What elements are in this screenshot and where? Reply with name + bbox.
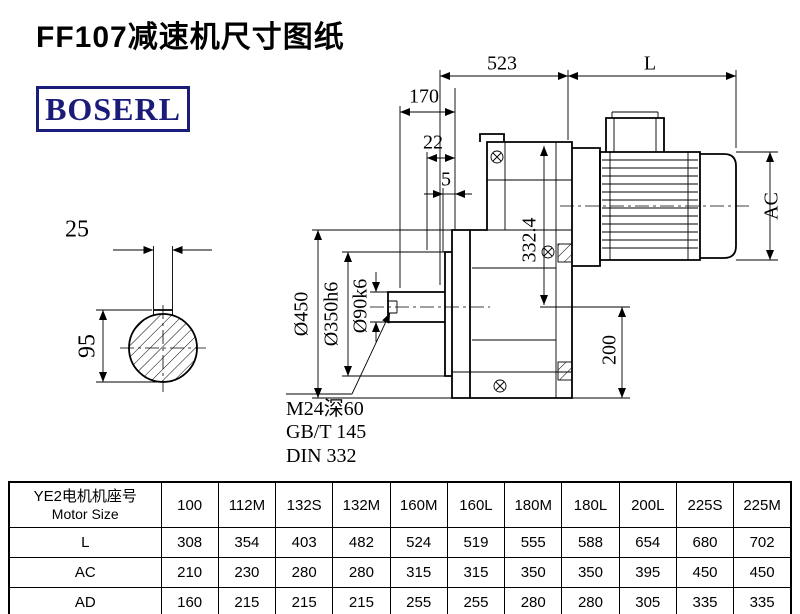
motor-size-table: YE2电机机座号 Motor Size 100 112M 132S 132M 1…	[8, 481, 792, 614]
table-cell: 215	[217, 587, 277, 614]
table-cell: 230	[217, 557, 277, 588]
table-cell: 305	[618, 587, 677, 614]
table-cell: 280	[275, 557, 334, 588]
dim-label-flange-od: Ø450	[290, 291, 313, 337]
table-cell: 335	[675, 587, 735, 614]
table-header-cell: 112M	[217, 481, 277, 528]
table-header-row: YE2电机机座号 Motor Size 100 112M 132S 132M 1…	[8, 481, 792, 528]
dim-label-spigot-d: Ø350h6	[320, 281, 343, 347]
table-cell: 482	[332, 527, 391, 558]
table-cell: 160	[160, 587, 219, 614]
dim-label-motor-height: AC	[760, 192, 783, 220]
table-corner-cell: YE2电机机座号 Motor Size	[8, 481, 162, 528]
page-title: FF107减速机尺寸图纸	[36, 21, 345, 54]
table-cell: 395	[618, 557, 677, 588]
centerlines	[120, 205, 752, 392]
table-header-cell: 180M	[504, 481, 563, 528]
table-row-AD: AD 160 215 215 215 255 255 280 280 305 3…	[8, 587, 792, 614]
table-cell: 403	[275, 527, 334, 558]
table-cell: 350	[504, 557, 563, 588]
table-header-cell: 160M	[389, 481, 448, 528]
table-cell: 354	[217, 527, 277, 558]
table-cell: 350	[561, 557, 620, 588]
dim-label-shaft-length: 170	[409, 85, 439, 108]
table-cell: 308	[160, 527, 219, 558]
note-din-standard: DIN 332	[286, 444, 357, 467]
shaft-end-note: M24深60 GB/T 145 DIN 332	[286, 398, 366, 468]
table-cell: 315	[446, 557, 506, 588]
table-cell: 215	[332, 587, 391, 614]
table-cell: 450	[675, 557, 735, 588]
table-header-cell: 132M	[332, 481, 391, 528]
dim-label-shaft-d: Ø90k6	[349, 278, 372, 334]
table-cell: 280	[504, 587, 563, 614]
note-thread: M24深60	[286, 398, 364, 420]
boserl-logo: BOSERL	[36, 86, 190, 132]
table-cell: 280	[561, 587, 620, 614]
table-cell: 315	[389, 557, 448, 588]
table-header-cell: 200L	[618, 481, 677, 528]
dim-label-key-width: 25	[65, 216, 89, 243]
table-header-cell: 100	[160, 481, 219, 528]
dim-label-bottom-height: 200	[598, 335, 621, 365]
dim-label-keyway-depth: 95	[74, 334, 101, 358]
row-label: AC	[8, 557, 162, 588]
table-header-cell: 180L	[561, 481, 620, 528]
table-cell: 255	[389, 587, 448, 614]
table-header-cell: 225M	[733, 481, 792, 528]
dim-label-step-5: 5	[441, 168, 451, 191]
header-cn: YE2电机机座号	[33, 487, 137, 505]
table-cell: 524	[389, 527, 448, 558]
table-cell: 588	[561, 527, 620, 558]
table-cell: 255	[446, 587, 506, 614]
shaft-end-view	[128, 309, 198, 383]
gearbox-technical-drawing	[96, 70, 778, 399]
table-header-cell: 225S	[675, 481, 735, 528]
dim-label-center-height: 332.4	[518, 217, 541, 263]
dim-label-overall-length: 523	[487, 52, 517, 75]
table-cell: 210	[160, 557, 219, 588]
table-cell: 280	[332, 557, 391, 588]
note-gb-standard: GB/T 145	[286, 421, 367, 444]
dim-label-step-22: 22	[423, 131, 443, 154]
dimension-lines	[96, 70, 778, 399]
table-row-L: L 308 354 403 482 524 519 555 588 654 68…	[8, 527, 792, 558]
row-label: AD	[8, 587, 162, 614]
table-header-cell: 132S	[275, 481, 334, 528]
row-label: L	[8, 527, 162, 558]
table-cell: 680	[675, 527, 735, 558]
table-row-AC: AC 210 230 280 280 315 315 350 350 395 4…	[8, 557, 792, 588]
table-cell: 519	[446, 527, 506, 558]
header-en: Motor Size	[51, 506, 119, 523]
table-cell: 215	[275, 587, 334, 614]
table-cell: 335	[733, 587, 792, 614]
table-header-cell: 160L	[446, 481, 506, 528]
table-cell: 654	[618, 527, 677, 558]
table-cell: 555	[504, 527, 563, 558]
table-cell: 450	[733, 557, 792, 588]
table-cell: 702	[733, 527, 792, 558]
dim-label-motor-length: L	[643, 52, 657, 75]
